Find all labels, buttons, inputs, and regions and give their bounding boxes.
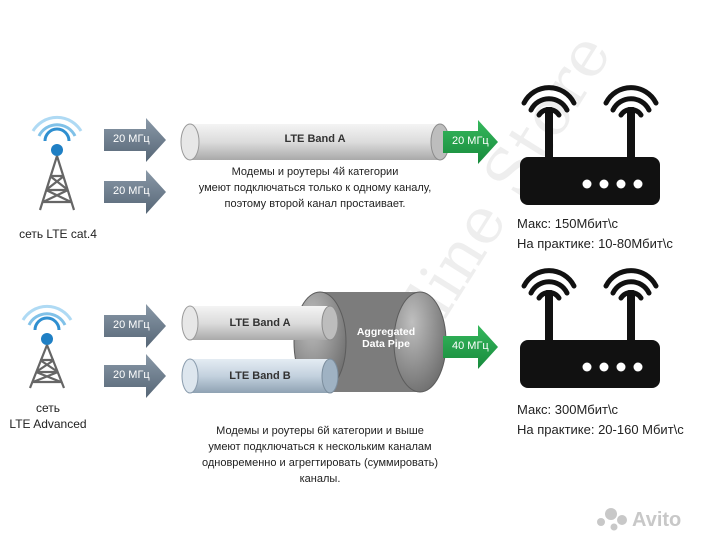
pipe-a-label: LTE Band A — [229, 317, 291, 329]
pipe-top-band-a — [180, 123, 450, 161]
router-icon-top — [520, 85, 660, 205]
aggregated-label-line-2: Data Pipe — [362, 338, 410, 350]
max-speed-top: Макс: 150Мбит\с — [517, 216, 619, 231]
aggregated-label: Aggregated Data Pipe — [350, 326, 422, 350]
pipe-b-label: LTE Band B — [229, 370, 291, 382]
max-speed-bottom: Макс: 300Мбит\с — [517, 402, 619, 417]
pipe-bottom-band-a — [181, 305, 339, 341]
speed-info-bottom: Макс: 300Мбит\с На практике: 20-160 Мбит… — [517, 400, 684, 440]
arrow-in-bottom-2 — [104, 354, 166, 398]
tower-label-bottom-line-2: LTE Advanced — [9, 417, 87, 431]
description-top-line-1: Модемы и роутеры 4й категории — [231, 166, 399, 178]
arrow-in-top-2 — [104, 170, 166, 214]
arrow-in-bottom-2-label: 20 МГц — [113, 369, 150, 381]
arrow-out-top-label: 20 МГц — [452, 135, 489, 147]
description-bottom-line-2: умеют подключаться к нескольким каналам — [208, 441, 432, 453]
description-bottom: Модемы и роутеры 6й категории и выше уме… — [175, 423, 465, 487]
description-top-line-3: поэтому второй канал простаивает. — [224, 198, 406, 210]
description-top: Модемы и роутеры 4й категории умеют подк… — [180, 164, 450, 212]
tower-label-bottom: сеть LTE Advanced — [0, 400, 96, 432]
arrow-out-bottom — [443, 325, 498, 369]
arrow-out-bottom-label: 40 МГц — [452, 340, 489, 352]
arrow-in-bottom-1 — [104, 304, 166, 348]
arrow-in-top-2-label: 20 МГц — [113, 185, 150, 197]
aggregated-label-line-1: Aggregated — [356, 326, 416, 338]
tower-label-bottom-line-1: сеть — [35, 401, 61, 415]
arrow-out-top — [443, 120, 498, 164]
description-bottom-line-4: каналы. — [299, 473, 341, 485]
pipe-bottom-band-b — [181, 358, 339, 394]
arrow-in-bottom-1-label: 20 МГц — [113, 319, 150, 331]
description-bottom-line-1: Модемы и роутеры 6й категории и выше — [216, 425, 424, 437]
avito-logo-text: Avito — [632, 509, 682, 531]
speed-info-top: Макс: 150Мбит\с На практике: 10-80Мбит\с — [517, 214, 673, 254]
avito-logo-icon — [597, 508, 627, 531]
arrow-in-top-1 — [104, 118, 166, 162]
tower-label-top: сеть LTE cat.4 — [19, 227, 97, 241]
practical-speed-bottom: На практике: 20-160 Мбит\с — [517, 422, 684, 437]
description-top-line-2: умеют подключаться только к одному канал… — [198, 182, 432, 194]
tower-icon-bottom — [21, 304, 73, 389]
router-icon-bottom — [520, 268, 660, 388]
arrow-in-top-1-label: 20 МГц — [113, 133, 150, 145]
pipe-top-label: LTE Band A — [284, 133, 346, 145]
description-bottom-line-3: одновременно и агрегтировать (суммироват… — [201, 457, 439, 469]
tower-icon-top — [31, 115, 83, 211]
practical-speed-top: На практике: 10-80Мбит\с — [517, 236, 673, 251]
